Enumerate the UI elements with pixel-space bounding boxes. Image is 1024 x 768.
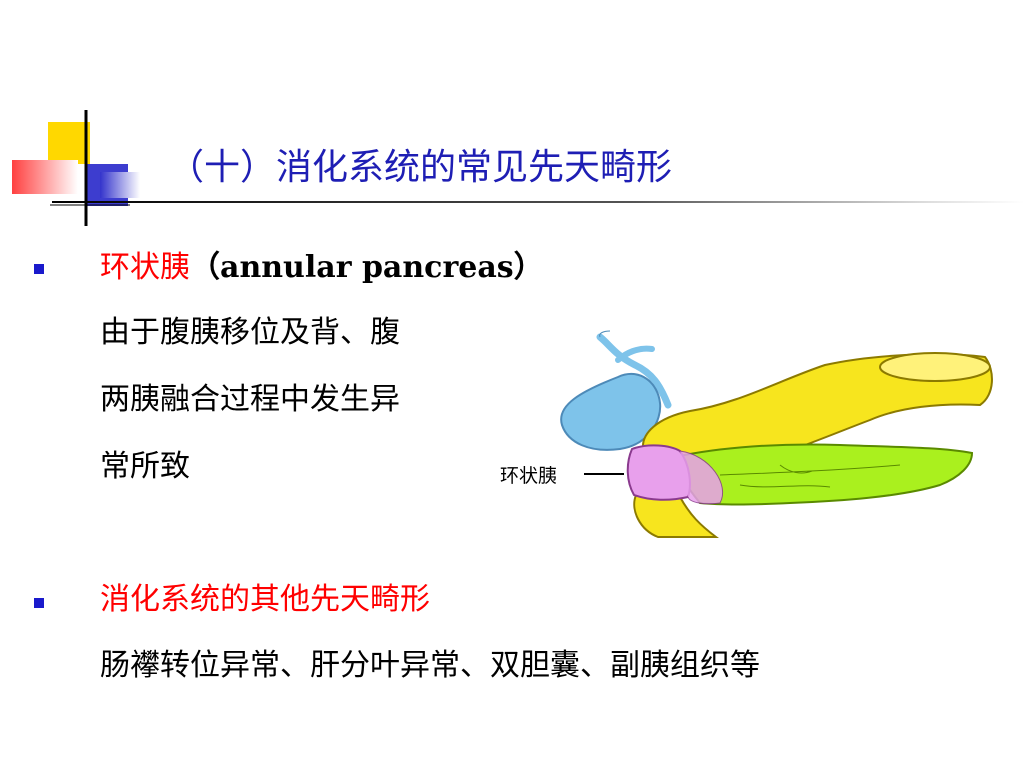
bullet-1-heading: 环状胰（annular pancreas） (100, 253, 544, 283)
bullet-1-line-2: 两胰融合过程中发生异 (100, 382, 400, 417)
bullet-1-line-1: 由于腹胰移位及背、腹 (100, 315, 400, 350)
slide-title: （十）消化系统的常见先天畸形 (168, 147, 673, 188)
label-pointer-line (584, 473, 624, 475)
hepatic-duct (615, 345, 655, 363)
bullet-1-heading-term: （annular pancreas） (190, 250, 544, 285)
annular-pancreas-diagram (560, 330, 993, 538)
stomach-opening (879, 352, 991, 382)
bullet-marker-1 (34, 264, 44, 274)
gallbladder (560, 372, 662, 451)
bullet-marker-2 (34, 598, 44, 608)
title-underline (52, 201, 1024, 203)
bullet-1-heading-red: 环状胰 (100, 250, 190, 285)
bullet-1-line-3: 常所致 (100, 449, 190, 484)
title-decoration (12, 110, 140, 226)
bile-duct (596, 333, 672, 409)
bullet-2-line-1: 肠襻转位异常、肝分叶异常、双胆囊、副胰组织等 (100, 648, 760, 683)
bullet-2-heading: 消化系统的其他先天畸形 (100, 582, 430, 617)
annular-pancreas-label: 环状胰 (500, 465, 558, 487)
